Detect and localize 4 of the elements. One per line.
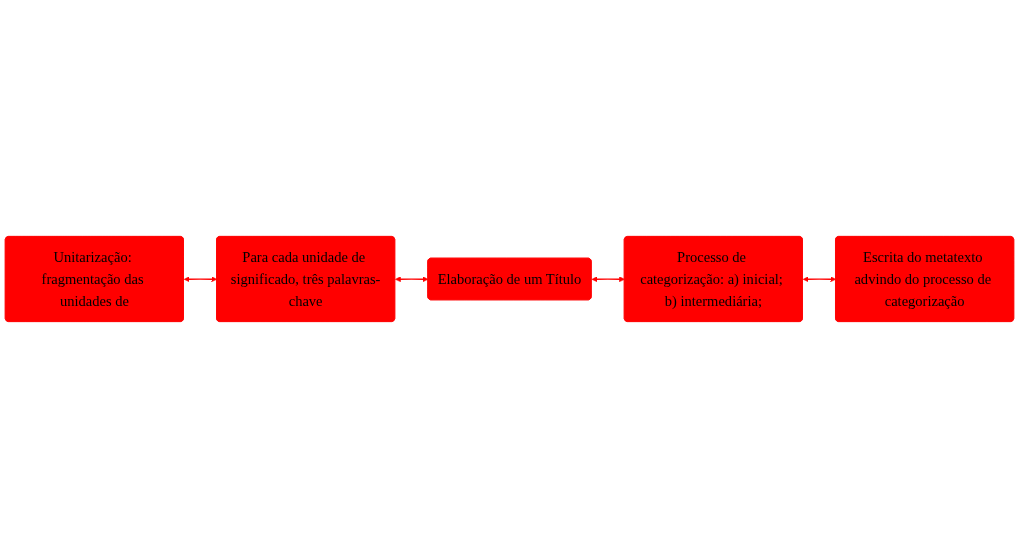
arrow: [802, 276, 837, 283]
arrow: [591, 276, 625, 283]
arrow: [183, 276, 218, 283]
arrow: [395, 276, 429, 283]
